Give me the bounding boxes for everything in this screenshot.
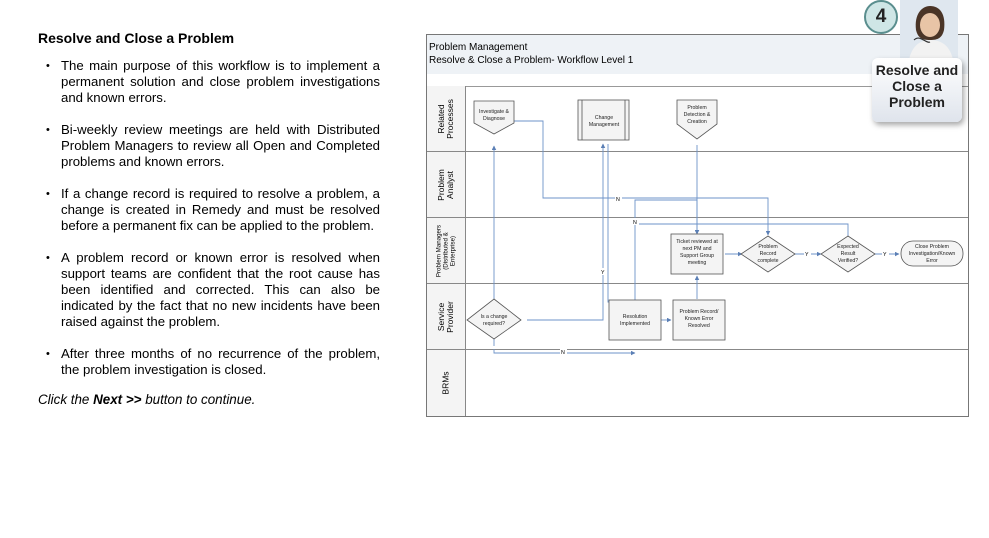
svg-text:Is a change: Is a change xyxy=(481,314,508,320)
svg-text:Management: Management xyxy=(589,122,620,128)
change-management-node xyxy=(577,99,630,141)
svg-text:Record: Record xyxy=(760,251,777,257)
flow-shapes xyxy=(466,99,964,341)
instruction-suffix: button to continue. xyxy=(141,392,256,407)
diagram-title: Problem Management xyxy=(429,42,528,53)
svg-text:Verified?: Verified? xyxy=(838,258,858,264)
lane-service-provider: Service Provider xyxy=(427,284,968,350)
svg-text:Problem Record/: Problem Record/ xyxy=(680,309,719,315)
instruction-prefix: Click the xyxy=(38,392,94,407)
yes-label: Y xyxy=(883,252,887,258)
resolution-node xyxy=(608,299,662,341)
svg-text:Resolution: Resolution xyxy=(623,314,648,320)
investigate-node xyxy=(473,100,515,135)
bullet-list: The main purpose of this workflow is to … xyxy=(38,58,380,378)
yes-label: Y xyxy=(601,270,605,276)
bullet-item: Bi-weekly review meetings are held with … xyxy=(38,122,380,170)
ticket-review-node xyxy=(670,233,724,275)
diagram-header: Problem Management Resolve & Close a Pro… xyxy=(427,35,968,75)
svg-text:Problem: Problem xyxy=(687,105,706,111)
instruction-text: Click the Next >> button to continue. xyxy=(38,392,380,407)
svg-text:Resolved: Resolved xyxy=(688,323,710,329)
svg-text:Expected: Expected xyxy=(837,244,859,250)
bullet-item: After three months of no recurrence of t… xyxy=(38,346,380,378)
record-resolved-node xyxy=(672,299,726,341)
svg-text:next PM and: next PM and xyxy=(682,246,711,252)
lane-problem-analyst: Problem Analyst xyxy=(427,152,968,218)
svg-text:Error: Error xyxy=(926,258,938,264)
svg-text:Change: Change xyxy=(595,115,613,121)
bullet-item: The main purpose of this workflow is to … xyxy=(38,58,380,106)
detection-node xyxy=(676,99,718,140)
no-label: N xyxy=(561,350,565,356)
page-title: Resolve and Close a Problem xyxy=(38,30,235,46)
record-complete-node xyxy=(740,235,796,273)
svg-text:Ticket reviewed at: Ticket reviewed at xyxy=(676,239,718,245)
svg-text:Result: Result xyxy=(841,251,856,257)
svg-text:meeting: meeting xyxy=(688,260,707,266)
close-problem-node xyxy=(900,240,964,267)
change-required-node xyxy=(466,298,522,340)
lane-problem-managers: Problem Managers (Distributed & Enterpri… xyxy=(427,218,968,284)
lane-related-processes: Related Processes xyxy=(427,86,968,152)
svg-text:Investigation/Known: Investigation/Known xyxy=(909,251,956,257)
svg-text:Known Error: Known Error xyxy=(685,316,714,322)
expected-result-node xyxy=(820,235,876,273)
svg-text:Implemented: Implemented xyxy=(620,321,650,327)
svg-text:Creation: Creation xyxy=(687,119,707,125)
svg-text:Investigate &: Investigate & xyxy=(479,109,510,115)
swimlanes: Related Processes Problem Analyst Proble… xyxy=(427,86,968,416)
no-label: N xyxy=(616,197,620,203)
svg-text:Support Group: Support Group xyxy=(680,253,714,259)
badge-card xyxy=(872,58,962,122)
bullet-item: A problem record or known error is resol… xyxy=(38,250,380,330)
flow-canvas: N N N Y Y Y xyxy=(466,99,964,356)
lane-brms: BRMs xyxy=(427,350,968,416)
badge-title: Resolve and Close a Problem xyxy=(875,62,959,110)
step-badge: Resolve and Close a Problem 4 xyxy=(864,0,966,124)
diagram-header-bar xyxy=(427,74,968,87)
svg-text:Problem: Problem xyxy=(758,244,777,250)
person-icon xyxy=(900,0,958,66)
step-number-badge: 4 xyxy=(864,0,898,34)
connector-labels: N N N Y Y Y xyxy=(560,195,889,356)
no-label: N xyxy=(633,220,637,226)
node-labels: Investigate & Diagnose Change Management… xyxy=(479,105,955,329)
diagram-subtitle: Resolve & Close a Problem- Workflow Leve… xyxy=(429,55,634,66)
svg-text:complete: complete xyxy=(757,258,778,264)
svg-text:required?: required? xyxy=(483,321,505,327)
content-panel: Resolve and Close a Problem The main pur… xyxy=(38,30,380,407)
next-button-reference: Next >> xyxy=(93,392,142,407)
bullet-item: If a change record is required to resolv… xyxy=(38,186,380,234)
yes-label: Y xyxy=(805,252,809,258)
svg-text:Detection &: Detection & xyxy=(684,112,711,118)
svg-text:Close Problem: Close Problem xyxy=(915,244,949,250)
svg-text:Diagnose: Diagnose xyxy=(483,116,505,122)
